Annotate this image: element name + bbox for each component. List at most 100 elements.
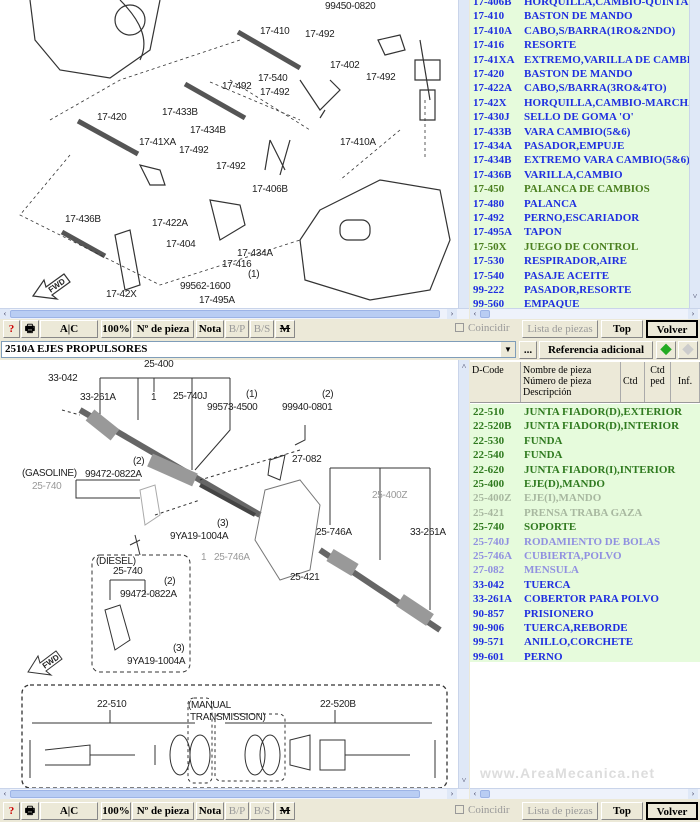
callout-label[interactable]: (2) (322, 389, 334, 400)
callout-label[interactable]: 25-400 (144, 360, 174, 370)
scroll-right-icon[interactable]: › (688, 789, 698, 799)
referencia-adicional-button[interactable]: Referencia adicional (539, 341, 653, 359)
callout-label[interactable]: 25-740 (32, 481, 62, 492)
scroll-thumb[interactable] (480, 790, 490, 798)
scroll-right-icon[interactable]: › (688, 309, 698, 319)
part-number-button[interactable]: Nº de pieza (132, 802, 194, 820)
scroll-left-icon[interactable]: ‹ (0, 309, 10, 319)
bottom-list-hscrollbar[interactable]: ‹ › (470, 788, 700, 799)
callout-label[interactable]: 17-492 (260, 87, 290, 98)
chevron-down-icon[interactable]: ▼ (501, 342, 515, 357)
help-button[interactable]: ? (3, 802, 20, 820)
callout-label[interactable]: 17-422A (152, 218, 188, 229)
nota-button[interactable]: Nota (196, 802, 224, 820)
callout-label[interactable]: 17-406B (252, 184, 288, 195)
callout-label[interactable]: (GASOLINE) (22, 468, 77, 479)
m-button[interactable]: M (275, 802, 295, 820)
bp-button[interactable]: B/P (225, 320, 249, 338)
callout-label[interactable]: 33-261A (410, 527, 446, 538)
callout-label[interactable]: 25-746A (214, 552, 250, 563)
callout-label[interactable]: 17-410 (260, 26, 290, 37)
callout-label[interactable]: 99573-4500 (207, 402, 258, 413)
callout-label[interactable]: 17-416 (222, 259, 252, 270)
bp-button[interactable]: B/P (225, 802, 249, 820)
callout-label[interactable]: 17-410A (340, 137, 376, 148)
volver-button[interactable]: Volver (646, 802, 698, 820)
lista-piezas-button[interactable]: Lista de piezas (522, 802, 598, 820)
zoom-button[interactable]: 100% (101, 320, 131, 338)
callout-label[interactable]: 99940-0801 (282, 402, 333, 413)
top-button[interactable]: Top (601, 802, 643, 820)
scroll-right-icon[interactable]: › (447, 309, 457, 319)
callout-label[interactable]: 17-434B (190, 125, 226, 136)
print-button[interactable]: 🖶 (21, 320, 39, 338)
callout-label[interactable]: 99472-0822A (85, 469, 142, 480)
callout-label[interactable]: 17-420 (97, 112, 127, 123)
callout-label[interactable]: 17-433B (162, 107, 198, 118)
callout-label[interactable]: 17-540 (258, 73, 288, 84)
callout-label[interactable]: (MANUAL (188, 700, 231, 711)
callout-label[interactable]: 1 (151, 392, 157, 403)
scroll-thumb[interactable] (10, 790, 420, 798)
bs-button[interactable]: B/S (250, 320, 274, 338)
callout-label[interactable]: 33-042 (48, 373, 78, 384)
callout-label[interactable]: TRANSMISSION) (190, 712, 266, 723)
callout-label[interactable]: (3) (217, 518, 229, 529)
bs-button[interactable]: B/S (250, 802, 274, 820)
callout-label[interactable]: 17-434A (237, 248, 273, 259)
callout-label[interactable]: 25-740 (113, 566, 143, 577)
header-ctd-ped[interactable]: Ctd ped (645, 362, 671, 402)
bottom-diagram-hscrollbar[interactable]: ‹ › (0, 788, 469, 799)
ellipsis-button[interactable]: ... (519, 341, 537, 359)
scroll-left-icon[interactable]: ‹ (470, 309, 480, 319)
callout-label[interactable]: (DIESEL) (96, 556, 136, 567)
part-number-button[interactable]: Nº de pieza (132, 320, 194, 338)
callout-label[interactable]: 22-510 (97, 699, 127, 710)
callout-label[interactable]: 17-402 (330, 60, 360, 71)
scroll-down-icon[interactable]: ˅ (690, 292, 700, 302)
section-select[interactable]: 2510A EJES PROPULSORES ▼ (1, 341, 516, 358)
zoom-button[interactable]: 100% (101, 802, 131, 820)
callout-label[interactable]: 17-495A (199, 295, 235, 306)
callout-label[interactable]: 27-082 (292, 454, 322, 465)
callout-label[interactable]: 99562-1600 (180, 281, 231, 292)
nota-button[interactable]: Nota (196, 320, 224, 338)
scroll-up-icon[interactable]: ˄ (459, 362, 469, 372)
callout-label[interactable]: 9YA19-1004A (170, 531, 229, 542)
m-button[interactable]: M (275, 320, 295, 338)
volver-button[interactable]: Volver (646, 320, 698, 338)
scroll-thumb[interactable] (480, 310, 490, 318)
callout-label[interactable]: 22-520B (320, 699, 356, 710)
